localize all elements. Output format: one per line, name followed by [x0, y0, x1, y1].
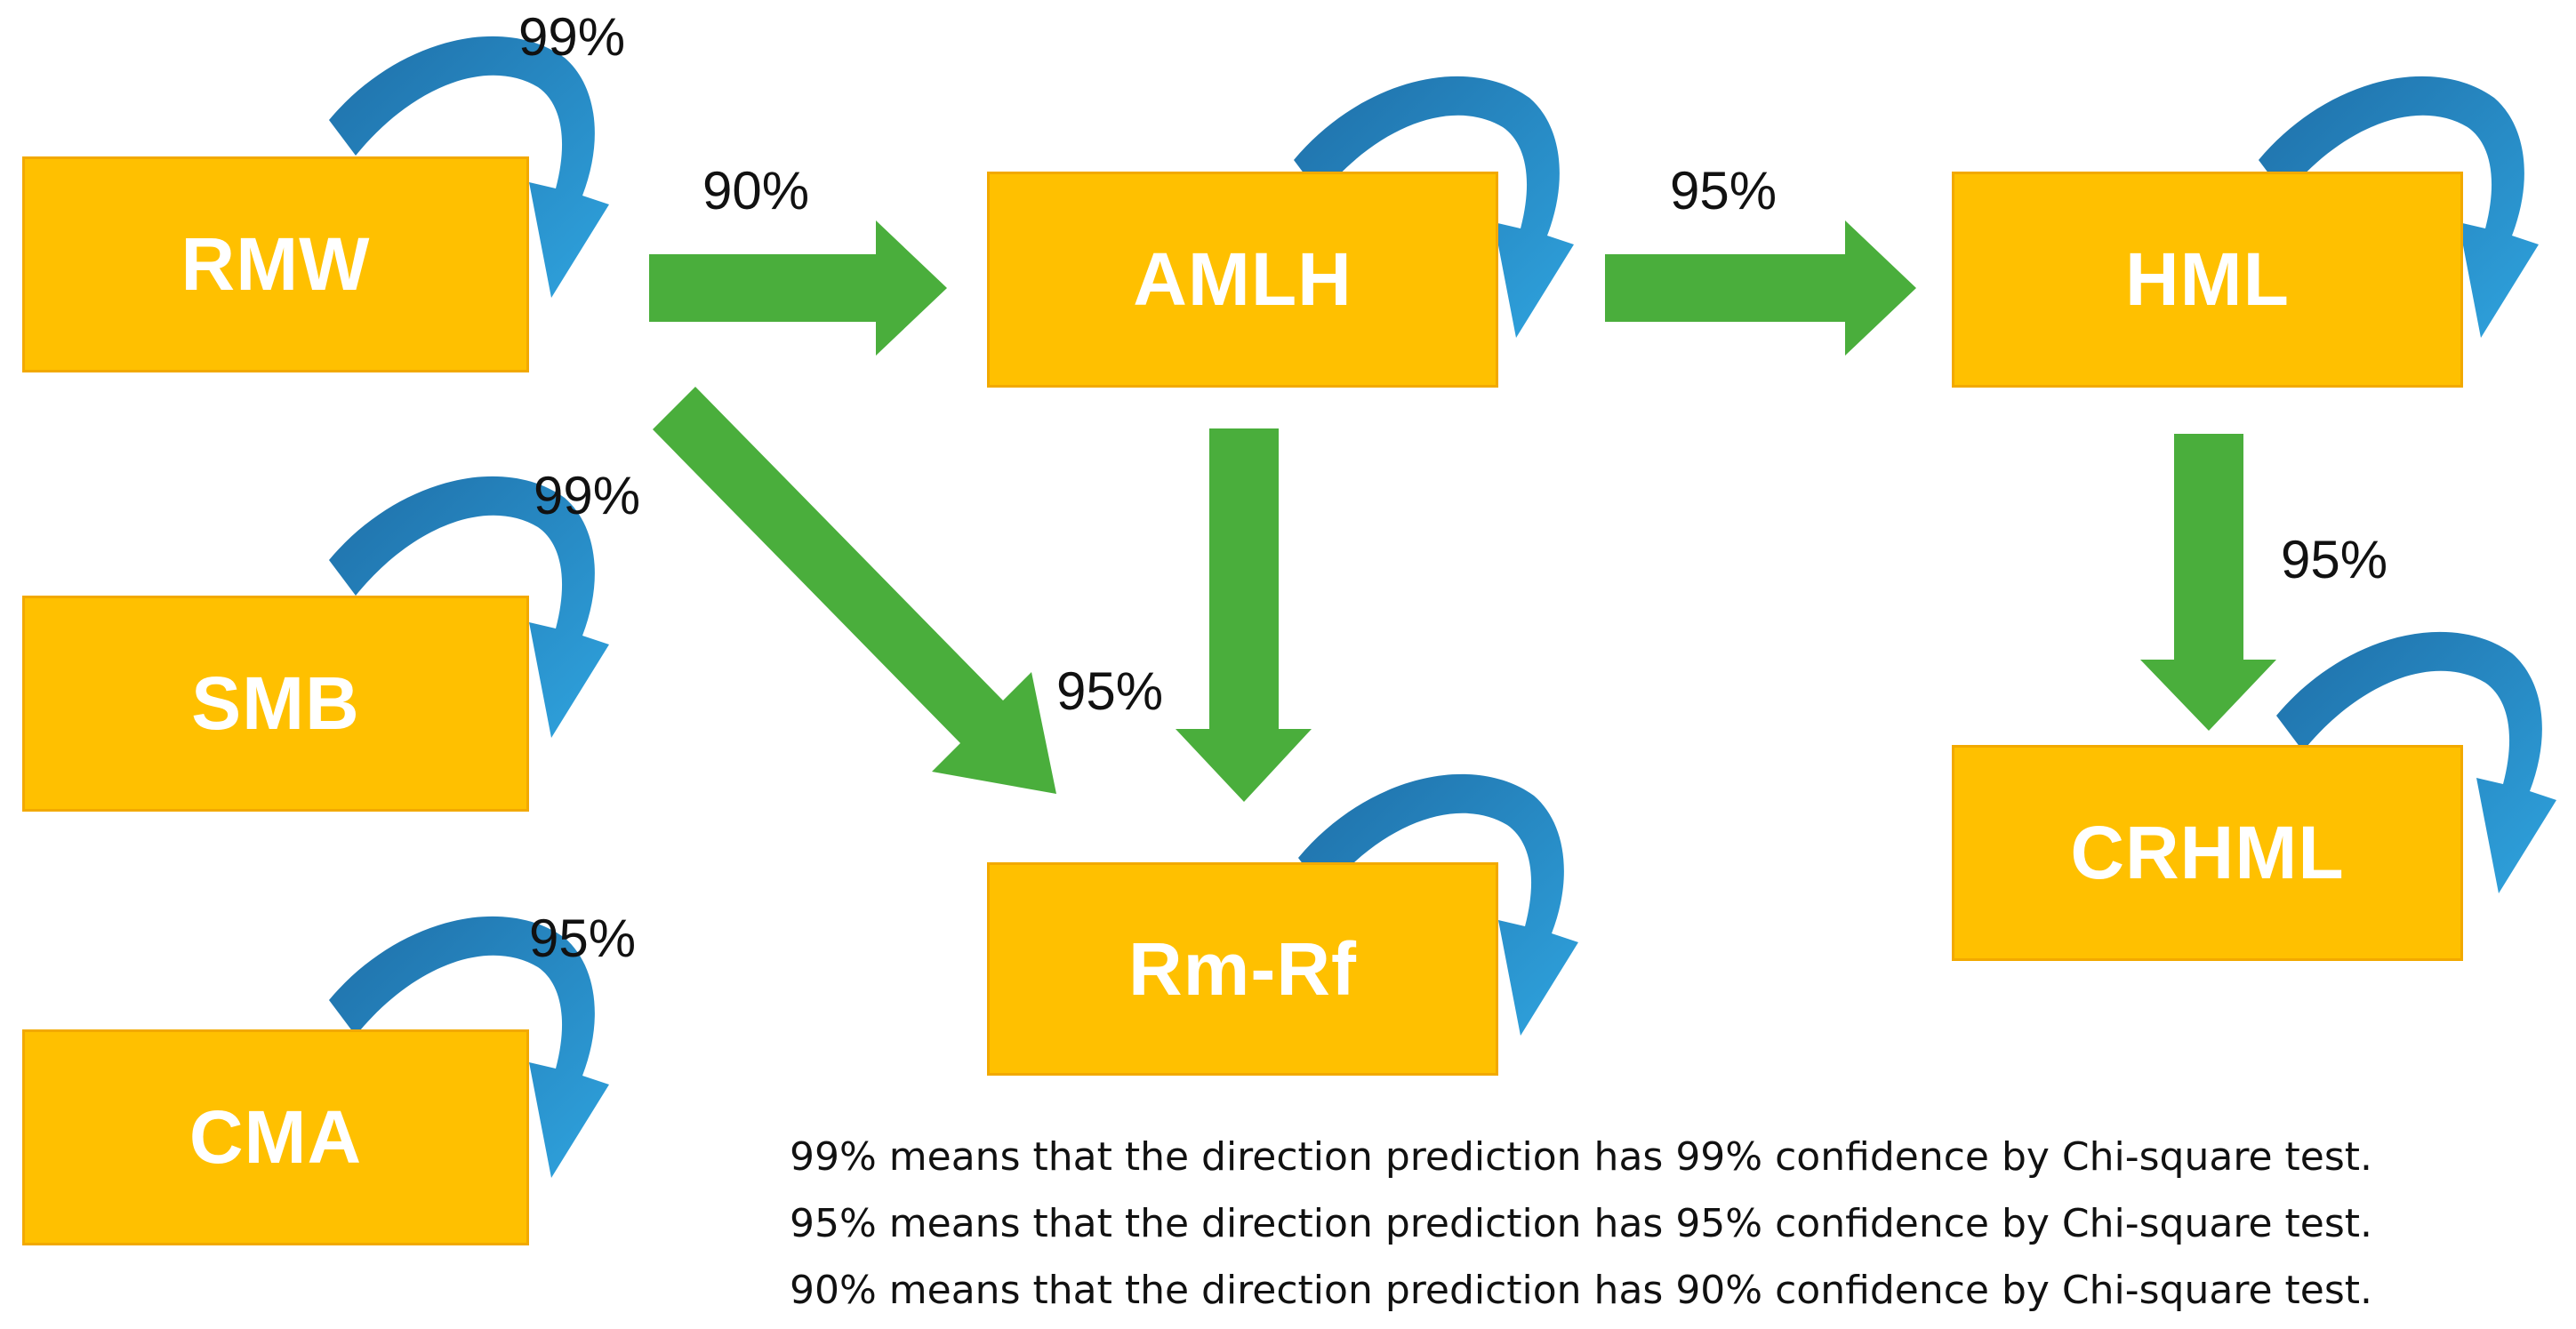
node-smb-label: SMB	[191, 661, 360, 745]
self-loop-label-rmw: 99%	[518, 7, 626, 67]
node-rmrf-label: Rm-Rf	[1128, 926, 1357, 1011]
node-cma-label: CMA	[189, 1095, 363, 1179]
arrow-rmw-to-amlh	[649, 220, 947, 356]
node-crhml: CRHML	[1952, 745, 2463, 961]
self-loop-arrow-rmw	[329, 36, 609, 299]
legend-note-90: 90% means that the direction prediction …	[790, 1268, 2372, 1313]
edge-label-hml-to-crhml: 95%	[2281, 530, 2388, 589]
arrow-amlh-to-hml	[1605, 220, 1916, 356]
node-amlh: AMLH	[987, 172, 1498, 388]
node-amlh-label: AMLH	[1133, 237, 1352, 321]
self-loop-arrow-rmrf	[1298, 773, 1578, 1036]
node-rmrf: Rm-Rf	[987, 862, 1498, 1076]
node-rmw: RMW	[22, 156, 529, 372]
arrow-amlh-to-rmrf	[1176, 428, 1312, 802]
node-crhml-label: CRHML	[2070, 811, 2345, 894]
legend-note-99: 99% means that the direction prediction …	[790, 1134, 2372, 1180]
node-cma: CMA	[22, 1029, 529, 1245]
self-loop-arrow-smb	[329, 476, 609, 738]
legend-note-95: 95% means that the direction prediction …	[790, 1201, 2372, 1246]
self-loop-arrow-crhml	[2276, 631, 2556, 893]
edge-label-amlh-to-hml: 95%	[1670, 161, 1778, 220]
self-loop-arrow-cma	[329, 916, 609, 1178]
node-hml: HML	[1952, 172, 2463, 388]
edge-label-to-rmrf: 95%	[1056, 661, 1164, 721]
self-loop-arrow-amlh	[1294, 76, 1574, 339]
self-loop-label-smb: 99%	[534, 466, 641, 525]
node-smb: SMB	[22, 596, 529, 812]
self-loop-label-cma: 95%	[529, 909, 637, 968]
self-loop-arrow-hml	[2259, 76, 2539, 339]
node-rmw-label: RMW	[181, 222, 371, 306]
node-hml-label: HML	[2125, 237, 2290, 321]
arrow-rmw-to-rmrf	[653, 387, 1056, 794]
edge-label-rmw-to-amlh: 90%	[702, 161, 810, 220]
arrow-hml-to-crhml	[2140, 434, 2276, 731]
